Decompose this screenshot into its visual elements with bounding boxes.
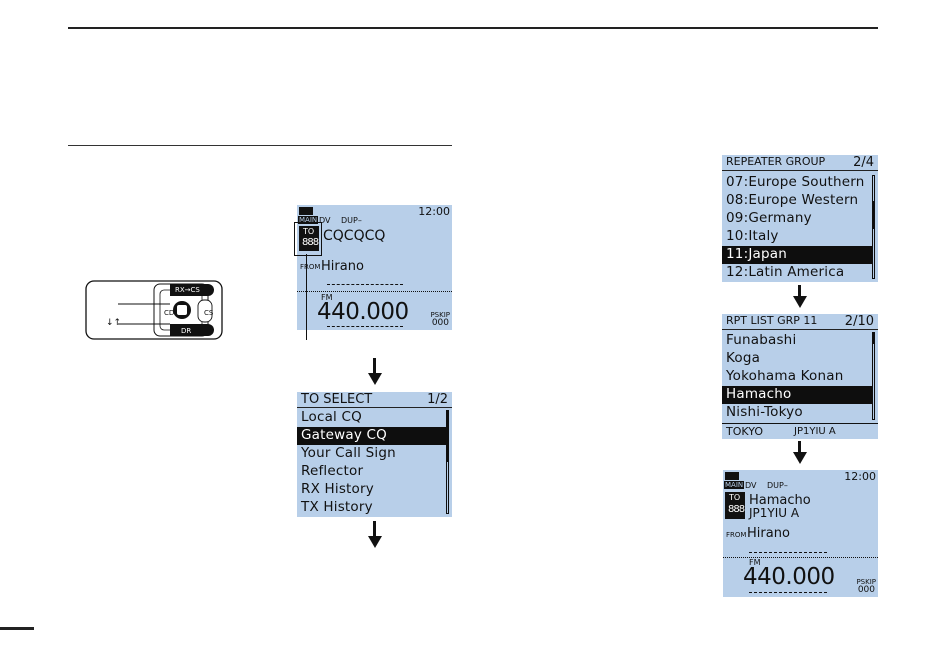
- main-badge: MAIN: [298, 216, 319, 224]
- repeater-group-page: 2/4: [853, 155, 874, 170]
- to-select-page: 1/2: [427, 392, 448, 407]
- clock: 12:00: [418, 205, 450, 218]
- band-divider: [297, 291, 452, 292]
- mode-label: DV: [319, 216, 331, 225]
- dup-label: DUP–: [341, 216, 362, 225]
- to-badge-label: TO: [729, 493, 741, 502]
- key-label-bottom: DR: [181, 327, 192, 335]
- memory-channel: 000: [431, 318, 449, 328]
- separator-dashes: [327, 284, 403, 285]
- key-label-left: CD: [164, 309, 175, 317]
- arrow-down-icon: [368, 536, 382, 548]
- rpt-list-page: 2/10: [844, 314, 874, 329]
- key-label-right: CS: [204, 309, 214, 317]
- arrow-shaft-4: [798, 441, 801, 453]
- section-rule: [68, 145, 452, 146]
- repeater-group-item-selected[interactable]: 11:Japan: [722, 246, 872, 264]
- repeater-group-title: REPEATER GROUP: [726, 155, 826, 168]
- memory-channel: 000: [857, 585, 875, 595]
- key-label-top: RX→CS: [175, 286, 200, 294]
- rpt-list-item[interactable]: Funabashi: [726, 332, 797, 348]
- to-select-item-selected[interactable]: Gateway CQ: [297, 427, 446, 445]
- to-select-item[interactable]: RX History: [301, 481, 374, 497]
- fm-label: FM: [749, 558, 761, 567]
- rpt-list-title: RPT LIST GRP 11: [726, 314, 818, 327]
- repeater-group-item[interactable]: 07:Europe Southern: [726, 174, 865, 190]
- to-select-item[interactable]: Local CQ: [301, 409, 362, 425]
- rpt-list-item-selected[interactable]: Hamacho: [722, 386, 872, 404]
- rpt-list-item[interactable]: Yokohama Konan: [726, 368, 844, 384]
- separator-dashes: [749, 552, 827, 553]
- to-select-title: TO SELECT: [301, 392, 373, 407]
- to-badge: TO 888: [299, 226, 319, 251]
- rpt-list-footer: TOKYO JP1YIU A: [722, 423, 878, 439]
- scrollbar-thumb[interactable]: [872, 201, 875, 229]
- rpt-list-item[interactable]: Koga: [726, 350, 761, 366]
- repeater-group-item[interactable]: 09:Germany: [726, 210, 812, 226]
- battery-icon: [725, 472, 739, 480]
- lcd-rpt-list: RPT LIST GRP 11 2/10 Funabashi Koga Yoko…: [722, 314, 878, 439]
- from-call: Hirano: [321, 259, 364, 274]
- to-select-header: TO SELECT 1/2: [297, 392, 452, 408]
- page-marker: [0, 627, 34, 630]
- callout-box: [294, 222, 322, 256]
- repeater-group-header: REPEATER GROUP 2/4: [722, 155, 878, 171]
- separator-dashes-2: [749, 592, 827, 593]
- repeater-group-item[interactable]: 08:Europe Western: [726, 192, 859, 208]
- to-call: CQCQCQ: [323, 228, 386, 244]
- key-diagram: [85, 280, 223, 340]
- updown-label: ↓↑: [106, 318, 122, 328]
- to-call: JP1YIU A: [749, 506, 800, 520]
- from-label: FROM: [726, 531, 747, 539]
- dv-icon: 888: [728, 504, 745, 515]
- callout-line: [306, 254, 307, 340]
- to-select-item[interactable]: Your Call Sign: [301, 445, 396, 461]
- scrollbar-thumb[interactable]: [446, 410, 449, 462]
- fm-label: FM: [321, 293, 333, 302]
- rpt-list-item[interactable]: Nishi-Tokyo: [726, 404, 803, 420]
- dup-label: DUP–: [767, 481, 788, 490]
- to-select-item[interactable]: Reflector: [301, 463, 364, 479]
- footer-call: JP1YIU A: [794, 426, 836, 437]
- repeater-group-item[interactable]: 12:Latin America: [726, 264, 845, 280]
- frequency: 440.000: [743, 564, 835, 590]
- arrow-shaft-3: [798, 285, 801, 297]
- lcd-main-top: 12:00 MAIN DV DUP– TO 888 CQCQCQ FROM Hi…: [297, 205, 452, 330]
- battery-icon: [299, 207, 313, 215]
- rpt-list-header: RPT LIST GRP 11 2/10: [722, 314, 878, 330]
- to-name: Hamacho: [749, 493, 811, 508]
- arrow-shaft-1: [373, 358, 376, 376]
- lcd-to-select: TO SELECT 1/2 Local CQ Gateway CQ Your C…: [297, 392, 452, 517]
- scrollbar-thumb[interactable]: [872, 332, 875, 344]
- arrow-shaft-2: [373, 521, 376, 539]
- from-call: Hirano: [747, 526, 790, 541]
- to-badge-label: TO: [303, 227, 315, 236]
- repeater-group-item[interactable]: 10:Italy: [726, 228, 779, 244]
- footer-area: TOKYO: [726, 425, 763, 438]
- separator-dashes-2: [327, 326, 403, 327]
- mode-label: DV: [745, 481, 757, 490]
- arrow-down-icon: [793, 296, 807, 308]
- header-rule: [68, 27, 878, 29]
- from-label: FROM: [300, 263, 321, 271]
- arrow-down-icon: [368, 373, 382, 385]
- lcd-repeater-group: REPEATER GROUP 2/4 07:Europe Southern 08…: [722, 155, 878, 282]
- pskip-label: PSKIP: [856, 578, 876, 586]
- clock: 12:00: [844, 470, 876, 483]
- to-badge: TO 888: [725, 492, 745, 519]
- pskip-label: PSKIP: [430, 311, 450, 319]
- frequency: 440.000: [317, 299, 409, 325]
- lcd-main-bottom: 12:00 MAIN DV DUP– TO 888 Hamacho JP1YIU…: [723, 470, 878, 597]
- main-badge: MAIN: [724, 481, 745, 489]
- dv-icon: 888: [302, 237, 319, 248]
- arrow-down-icon: [793, 452, 807, 464]
- scrollbar[interactable]: [872, 332, 875, 420]
- to-select-item[interactable]: TX History: [301, 499, 373, 515]
- band-divider: [723, 557, 878, 558]
